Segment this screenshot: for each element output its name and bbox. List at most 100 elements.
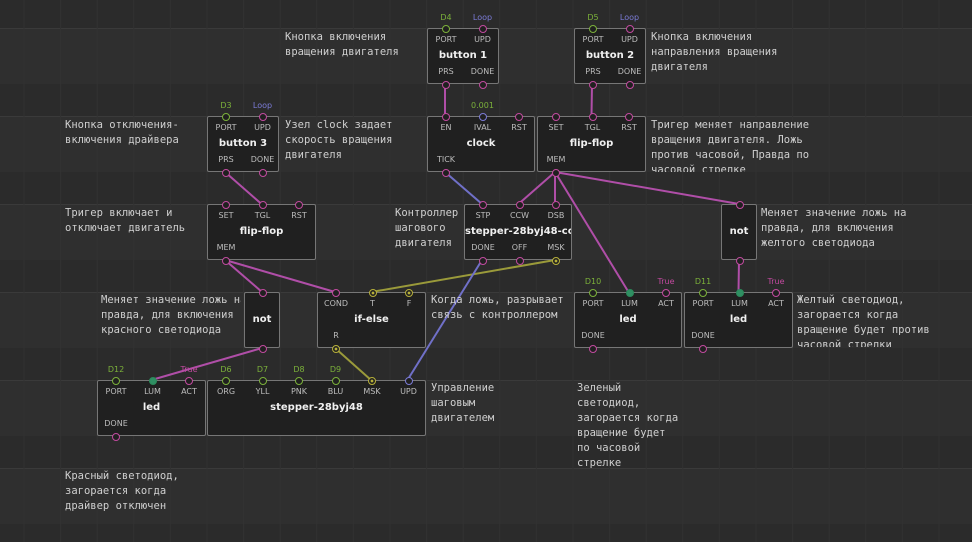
input-pin[interactable] xyxy=(222,201,230,209)
link-wire[interactable] xyxy=(151,347,263,381)
input-pin[interactable] xyxy=(442,25,450,33)
input-pin[interactable] xyxy=(515,113,523,121)
comment-stepper[interactable]: Управление шаговым двигателем xyxy=(431,382,495,424)
input-pin[interactable] xyxy=(772,289,780,297)
input-pin[interactable] xyxy=(625,113,633,121)
output-pin[interactable] xyxy=(478,81,487,89)
input-pin[interactable] xyxy=(332,289,340,297)
comment-not2[interactable]: Меняет значение ложь на правда, для вклю… xyxy=(761,207,907,249)
input-pin[interactable] xyxy=(478,113,487,121)
output-pin[interactable] xyxy=(699,345,707,353)
link-wire[interactable] xyxy=(406,259,483,381)
input-pin[interactable] xyxy=(552,113,560,121)
output-pin[interactable] xyxy=(736,257,744,265)
comment-green-led[interactable]: Зеленый светодиод, загорается когда вращ… xyxy=(577,382,679,469)
node-not-red[interactable]: not xyxy=(244,289,280,353)
link-wire[interactable] xyxy=(554,171,740,205)
input-pin[interactable] xyxy=(699,289,707,297)
input-pin[interactable] xyxy=(552,201,560,209)
output-pin[interactable] xyxy=(552,169,560,177)
node-title: led xyxy=(142,402,161,413)
input-pin[interactable] xyxy=(589,25,597,33)
output-pin[interactable] xyxy=(332,345,340,353)
comment-controller[interactable]: Контроллер шагового двигателя xyxy=(395,207,459,249)
link-wire[interactable] xyxy=(334,347,372,381)
output-pin[interactable] xyxy=(442,169,450,177)
input-pin[interactable] xyxy=(368,289,377,297)
output-pin[interactable] xyxy=(258,169,267,177)
link-wire[interactable] xyxy=(517,171,556,205)
input-pin[interactable] xyxy=(662,289,670,297)
link-wire[interactable] xyxy=(590,83,593,117)
comment-clock[interactable]: Узел clock задает скорость вращения двиг… xyxy=(285,119,393,161)
output-pin[interactable] xyxy=(479,257,487,265)
output-pin[interactable] xyxy=(552,257,560,265)
link-wire[interactable] xyxy=(371,259,556,293)
input-pin[interactable] xyxy=(259,289,267,297)
input-pin[interactable] xyxy=(625,289,634,297)
comment-ifelse[interactable]: Когда ложь, разрывает связь с контроллер… xyxy=(431,294,564,321)
comment-yellow-led[interactable]: Желтый светодиод, загорается когда враще… xyxy=(797,294,930,347)
input-pin[interactable] xyxy=(589,289,597,297)
link-wire[interactable] xyxy=(224,259,336,293)
input-pin[interactable] xyxy=(331,377,340,385)
node-not-yellow[interactable]: not xyxy=(721,201,757,265)
input-pin[interactable] xyxy=(258,377,267,385)
pin-label: F xyxy=(406,299,412,308)
input-pin[interactable] xyxy=(185,377,193,385)
output-pin[interactable] xyxy=(589,345,597,353)
input-pin[interactable] xyxy=(258,113,267,121)
input-pin[interactable] xyxy=(735,289,744,297)
comment-flipflop2[interactable]: Тригер меняет направление вращения двига… xyxy=(651,119,810,172)
input-pin[interactable] xyxy=(112,377,120,385)
comment-red-led[interactable]: Красный светодиод, загорается когда драй… xyxy=(65,470,179,512)
input-pin[interactable] xyxy=(588,113,597,121)
link-wire[interactable] xyxy=(554,171,630,293)
link-wire[interactable] xyxy=(737,259,740,293)
input-pin[interactable] xyxy=(148,377,157,385)
output-pin[interactable] xyxy=(222,257,230,265)
output-pin[interactable] xyxy=(112,433,120,441)
output-pin[interactable] xyxy=(442,81,450,89)
input-pin[interactable] xyxy=(442,113,450,121)
link-wire[interactable] xyxy=(444,171,483,205)
input-pin[interactable] xyxy=(479,201,487,209)
input-pin[interactable] xyxy=(222,377,230,385)
input-pin[interactable] xyxy=(222,113,230,121)
output-pin[interactable] xyxy=(259,345,267,353)
output-pin[interactable] xyxy=(515,257,524,265)
link-wire[interactable] xyxy=(224,171,263,205)
input-pin[interactable] xyxy=(625,25,634,33)
input-pin[interactable] xyxy=(405,289,413,297)
output-pin[interactable] xyxy=(625,81,634,89)
output-pin[interactable] xyxy=(222,169,230,177)
input-pin[interactable] xyxy=(295,377,303,385)
pin-label: PORT xyxy=(582,35,604,44)
comment-button1[interactable]: Кнопка включения вращения двигателя xyxy=(285,31,399,58)
output-pin[interactable] xyxy=(589,81,597,89)
input-pin[interactable] xyxy=(295,201,303,209)
link-wire[interactable] xyxy=(224,259,263,293)
comment-not1[interactable]: Меняет значение ложь на правда, для вклю… xyxy=(101,294,241,336)
comment-flipflop1[interactable]: Тригер включает и отключает двигатель xyxy=(65,207,186,234)
input-pin[interactable] xyxy=(368,377,376,385)
input-pin[interactable] xyxy=(404,377,413,385)
comment-button2[interactable]: Кнопка включения направления вращения дв… xyxy=(651,31,778,73)
comment-button3[interactable]: Кнопка отключения- включения драйвера xyxy=(65,119,179,146)
input-pin[interactable] xyxy=(515,201,524,209)
input-pin[interactable] xyxy=(736,201,744,209)
input-pin[interactable] xyxy=(258,201,267,209)
input-pin[interactable] xyxy=(478,25,487,33)
